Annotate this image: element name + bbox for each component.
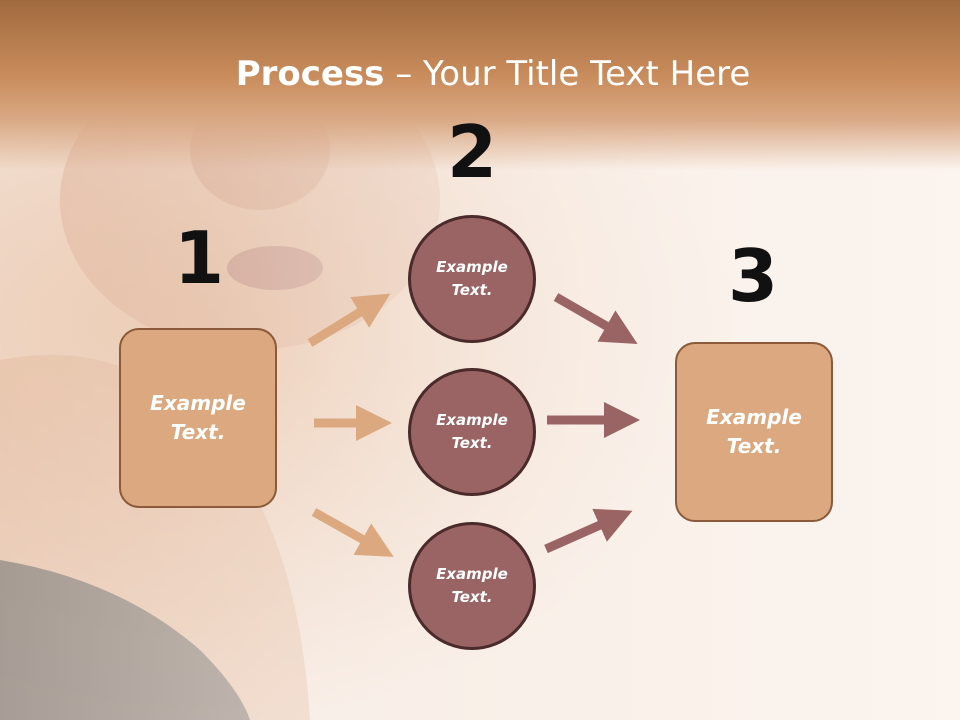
title-bar	[0, 0, 960, 170]
title-bold: Process	[235, 54, 385, 94]
step-box-1-text: Example Text.	[150, 391, 246, 444]
step-number-3: 3	[727, 234, 779, 318]
step-box-3-text: Example Text.	[706, 405, 802, 458]
step-number-1: 1	[173, 216, 225, 300]
circle-middle-text: Example Text.	[436, 411, 508, 452]
step-box-1[interactable]: Example Text.	[119, 328, 277, 508]
circle-bottom[interactable]: Example Text.	[408, 522, 536, 650]
title-rest: – Your Title Text Here	[384, 54, 751, 94]
circle-middle[interactable]: Example Text.	[408, 368, 536, 496]
circle-top[interactable]: Example Text.	[408, 215, 536, 343]
arrow-right-up	[553, 293, 638, 344]
step-box-3[interactable]: Example Text.	[675, 342, 833, 522]
slide-title: Process – Your Title Text Here	[0, 52, 960, 96]
arrow-left-up	[307, 293, 391, 347]
arrow-left-down	[311, 508, 394, 557]
circle-bottom-text: Example Text.	[436, 565, 508, 606]
circle-top-text: Example Text.	[436, 258, 508, 299]
step-number-2: 2	[446, 110, 498, 194]
arrow-right-down	[544, 508, 633, 554]
